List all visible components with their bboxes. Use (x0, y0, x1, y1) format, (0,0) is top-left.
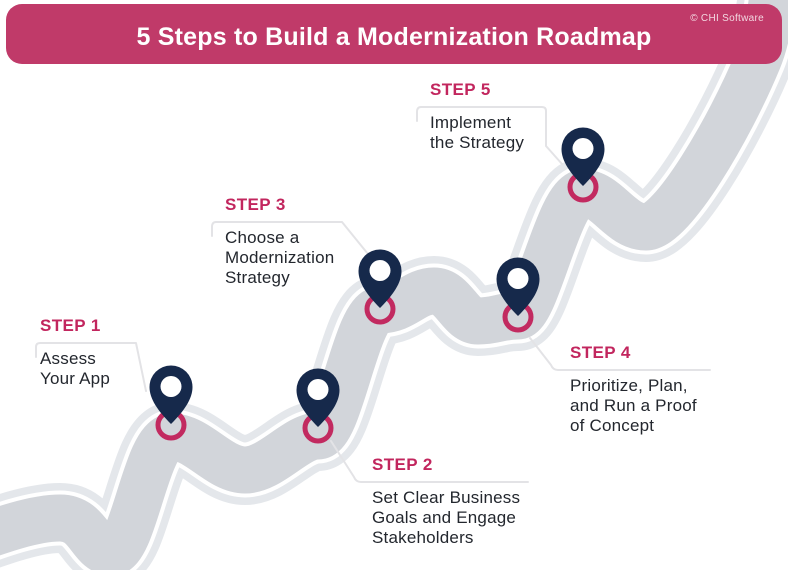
step-4-heading: STEP 4 (570, 343, 631, 362)
page-title: 5 Steps to Build a Modernization Roadmap (136, 22, 652, 51)
copyright-notice: © CHI Software (690, 13, 764, 24)
step-3-description: Choose a Modernization Strategy (225, 228, 335, 287)
step-2-heading: STEP 2 (372, 455, 433, 474)
step-3-heading: STEP 3 (225, 195, 286, 214)
step-5-heading: STEP 5 (430, 80, 491, 99)
callout-lines (35, 106, 711, 483)
step-1-callout-line (35, 342, 147, 392)
step-2-callout-line (330, 440, 529, 483)
step-1-heading: STEP 1 (40, 316, 101, 335)
step-4-description: Prioritize, Plan, and Run a Proof of Con… (570, 376, 697, 435)
step-1-description: Assess Your App (40, 349, 110, 388)
step-4-callout-line (529, 337, 711, 371)
step-2-description: Set Clear Business Goals and Engage Stak… (372, 488, 521, 547)
step-5-callout-line (416, 106, 563, 165)
step-5-description: Implement the Strategy (430, 113, 525, 152)
step-3-callout-line (211, 221, 369, 255)
header-banner: 5 Steps to Build a Modernization Roadmap… (6, 4, 782, 64)
